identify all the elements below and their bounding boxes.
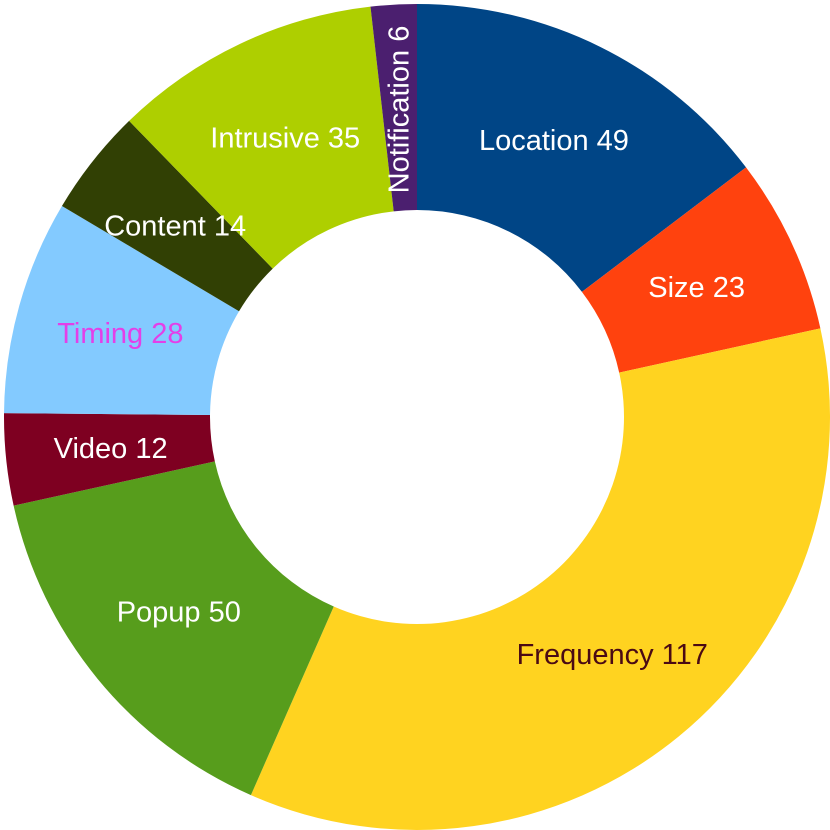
slice-timing (4, 206, 240, 416)
slice-notification (370, 4, 417, 212)
slice-label-intrusive: Intrusive 35 (210, 123, 360, 155)
slice-label-timing: Timing 28 (57, 318, 183, 350)
slice-label-content: Content 14 (104, 210, 246, 242)
slices-layer (3, 4, 830, 830)
slice-content (61, 120, 273, 312)
slice-label-frequency: Frequency 117 (517, 639, 708, 671)
slice-label-notification: Notification 6 (384, 26, 416, 194)
slice-size (581, 167, 821, 373)
slice-frequency (250, 328, 830, 830)
slice-video (3, 413, 215, 506)
slice-label-location: Location 49 (479, 125, 629, 157)
labels-layer: Location 49 Size 23 Frequency 117 Popup 50 V… (54, 26, 745, 672)
slice-location (417, 4, 747, 292)
slice-popup (13, 461, 334, 796)
slice-label-video: Video 12 (54, 433, 168, 465)
slice-label-popup: Popup 50 (117, 596, 241, 628)
slice-label-size: Size 23 (648, 272, 745, 304)
slice-intrusive (129, 6, 394, 269)
